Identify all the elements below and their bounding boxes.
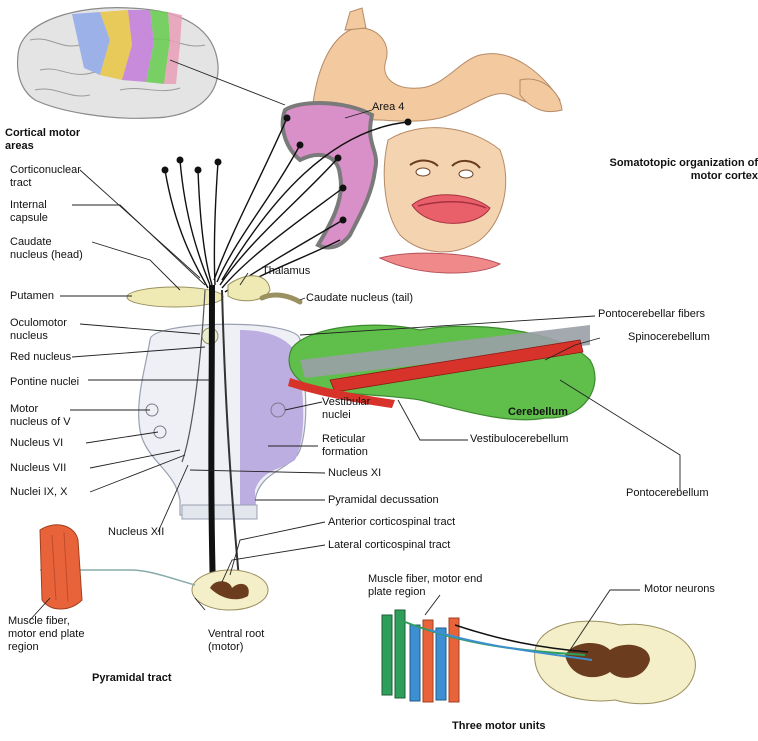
label-anterior-corticospinal-tract: Anterior corticospinal tract (328, 516, 456, 528)
spinal-cord-right (534, 620, 696, 705)
motor-cortex-strip (280, 101, 378, 250)
label-motor-neurons: Motor neurons (644, 583, 715, 595)
label-nucleus-xii: Nucleus XII (108, 526, 165, 538)
label-pontocerebellar-fibers: Pontocerebellar fibers (598, 308, 706, 320)
label-area-4: Area 4 (372, 101, 405, 113)
label-muscle-fiber-right: Muscle fiber, motor end plate region (368, 573, 483, 598)
cerebellum (288, 324, 596, 421)
label-somatotopic-organization: Somatotopic organization of motor cortex (609, 157, 758, 182)
label-pyramidal-decussation: Pyramidal decussation (328, 494, 439, 506)
label-spinocerebellum: Spinocerebellum (628, 331, 710, 343)
label-nucleus-vi: Nucleus VI (10, 437, 64, 449)
label-nucleus-vii: Nucleus VII (10, 462, 67, 474)
label-three-motor-units: Three motor units (452, 720, 546, 732)
label-nuclei-ix-x: Nuclei IX, X (10, 486, 68, 498)
label-caudate-nucleus-head: Caudate nucleus (head) (10, 236, 83, 261)
label-nucleus-xi: Nucleus XI (328, 467, 382, 479)
brain-illustration (16, 7, 219, 119)
label-pyramidal-tract: Pyramidal tract (92, 672, 172, 684)
label-ventral-root: Ventral root (motor) (208, 628, 265, 653)
label-lateral-corticospinal-tract: Lateral corticospinal tract (328, 539, 451, 551)
fiber-origin-dots (161, 114, 412, 224)
muscle-fibers-right (381, 609, 593, 703)
label-vestibulocerebellum: Vestibulocerebellum (470, 433, 569, 445)
label-oculomotor-nucleus: Oculomotor nucleus (10, 317, 67, 342)
label-pontine-nuclei: Pontine nuclei (10, 376, 80, 388)
label-vestibular-nuclei: Vestibular nuclei (322, 396, 371, 421)
label-thalamus: Thalamus (262, 265, 311, 277)
label-motor-nucleus-of-v: Motor nucleus of V (10, 403, 71, 428)
label-putamen: Putamen (10, 290, 55, 302)
label-cortical-motor-areas: Cortical motor areas (5, 127, 81, 152)
homunculus-illustration (311, 7, 563, 274)
leader-lines (29, 59, 681, 651)
brainstem (138, 323, 307, 520)
descending-tract (181, 284, 241, 591)
basal-ganglia (126, 275, 303, 308)
label-corticonuclear-tract: Corticonuclear tract (10, 164, 81, 189)
label-internal-capsule: Internal capsule (10, 199, 48, 224)
corticospinal-fibers (164, 117, 409, 296)
label-red-nucleus: Red nucleus (10, 351, 72, 363)
muscle-left (39, 524, 83, 610)
label-cerebellum: Cerebellum (508, 406, 568, 418)
spinal-cord-left (40, 569, 269, 611)
label-muscle-fiber-left: Muscle fiber, motor end plate region (8, 615, 85, 653)
label-caudate-nucleus-tail: Caudate nucleus (tail) (306, 292, 414, 304)
label-reticular-formation: Reticular formation (322, 433, 368, 458)
label-pontocerebellum: Pontocerebellum (626, 487, 709, 499)
